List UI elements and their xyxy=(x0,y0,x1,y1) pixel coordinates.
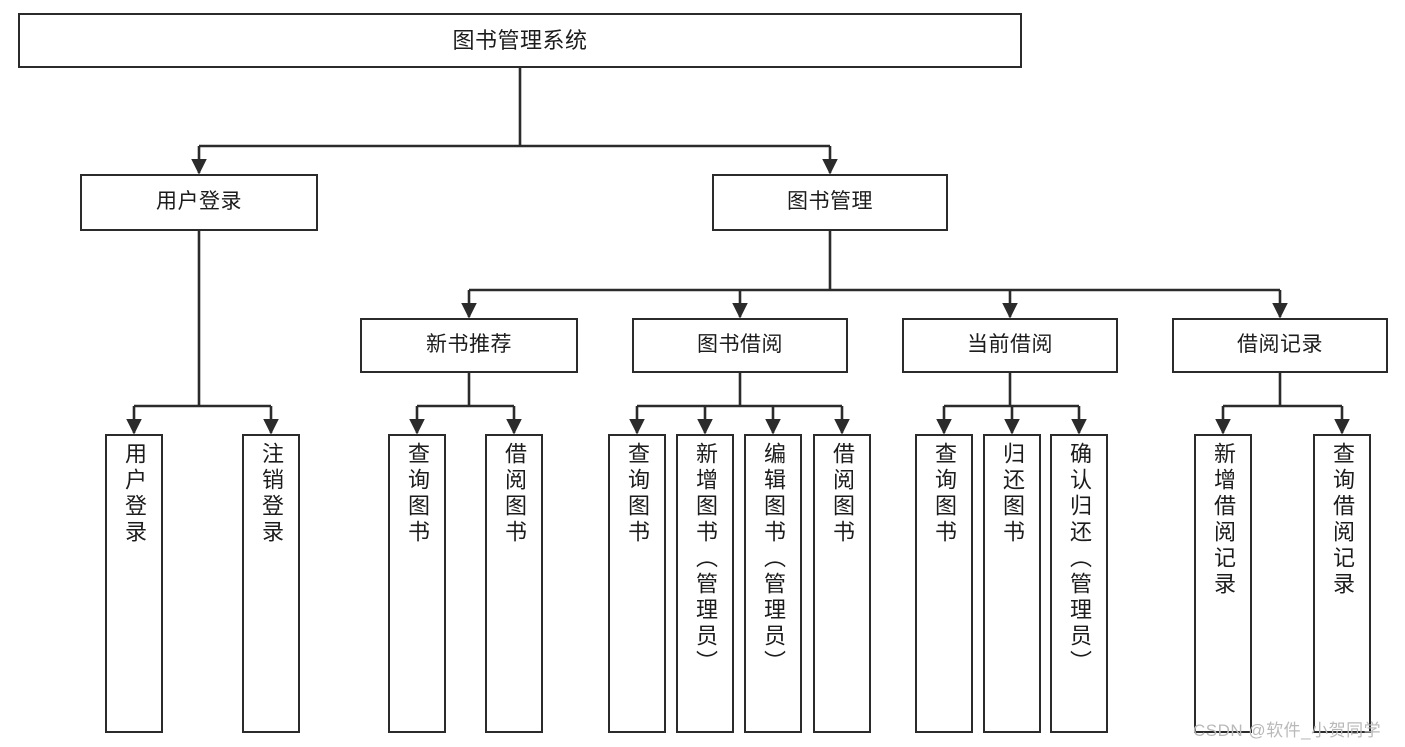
node-leaf-5[interactable]: 查询图书 xyxy=(608,434,666,733)
node-l3-newbook[interactable]: 新书推荐 xyxy=(360,318,578,373)
node-label: 图书管理 xyxy=(787,190,873,214)
node-leaf-2[interactable]: 注销登录 xyxy=(242,434,300,733)
node-label: 确认归还（管理员） xyxy=(1067,442,1092,676)
node-leaf-7[interactable]: 编辑图书（管理员） xyxy=(744,434,802,733)
node-label: 归还图书 xyxy=(1000,442,1025,546)
node-label: 用户登录 xyxy=(122,442,147,546)
node-l3-current[interactable]: 当前借阅 xyxy=(902,318,1118,373)
node-l2-books[interactable]: 图书管理 xyxy=(712,174,948,231)
node-label: 注销登录 xyxy=(259,442,284,546)
node-leaf-12[interactable]: 新增借阅记录 xyxy=(1194,434,1252,733)
node-label: 编辑图书（管理员） xyxy=(761,442,786,676)
node-label: 查询图书 xyxy=(932,442,957,546)
node-root[interactable]: 图书管理系统 xyxy=(18,13,1022,68)
node-leaf-13[interactable]: 查询借阅记录 xyxy=(1313,434,1371,733)
node-label: 新增图书（管理员） xyxy=(693,442,718,676)
node-leaf-10[interactable]: 归还图书 xyxy=(983,434,1041,733)
node-label: 借阅图书 xyxy=(830,442,855,546)
node-leaf-3[interactable]: 查询图书 xyxy=(388,434,446,733)
node-label: 查询借阅记录 xyxy=(1330,442,1355,598)
node-label: 新书推荐 xyxy=(426,333,512,357)
node-leaf-11[interactable]: 确认归还（管理员） xyxy=(1050,434,1108,733)
node-label: 查询图书 xyxy=(625,442,650,546)
node-l2-login[interactable]: 用户登录 xyxy=(80,174,318,231)
node-label: 图书管理系统 xyxy=(452,27,588,53)
node-label: 图书借阅 xyxy=(697,333,783,357)
node-l3-record[interactable]: 借阅记录 xyxy=(1172,318,1388,373)
node-leaf-4[interactable]: 借阅图书 xyxy=(485,434,543,733)
node-l3-borrow[interactable]: 图书借阅 xyxy=(632,318,848,373)
node-label: 当前借阅 xyxy=(967,333,1053,357)
node-leaf-6[interactable]: 新增图书（管理员） xyxy=(676,434,734,733)
csdn-watermark: CSDN @软件_小贺同学 xyxy=(1193,721,1382,740)
node-label: 新增借阅记录 xyxy=(1211,442,1236,598)
node-leaf-9[interactable]: 查询图书 xyxy=(915,434,973,733)
node-leaf-8[interactable]: 借阅图书 xyxy=(813,434,871,733)
node-leaf-1[interactable]: 用户登录 xyxy=(105,434,163,733)
node-label: 借阅记录 xyxy=(1237,333,1323,357)
node-label: 借阅图书 xyxy=(502,442,527,546)
node-label: 用户登录 xyxy=(156,190,242,214)
node-label: 查询图书 xyxy=(405,442,430,546)
